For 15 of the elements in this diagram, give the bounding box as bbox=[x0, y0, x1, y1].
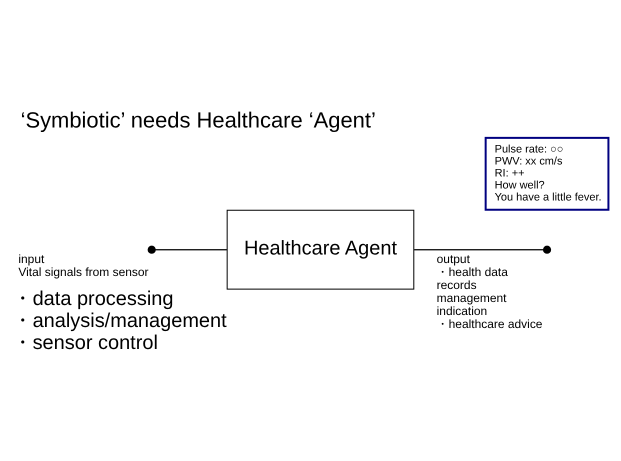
connector bbox=[155, 249, 227, 250]
connector bbox=[414, 249, 544, 250]
node-label: ・health data records management indication bbox=[436, 264, 508, 318]
diagram-title: ‘Symbiotic’ needs Healthcare ‘Agent’ bbox=[20, 108, 376, 133]
node-box: Healthcare Agent bbox=[226, 210, 414, 290]
node-circle bbox=[148, 246, 156, 254]
node-label: output bbox=[436, 252, 470, 266]
node-label: ・analysis/management bbox=[12, 310, 227, 332]
node-label: input bbox=[18, 252, 44, 266]
node-box: Pulse rate: ○○ PWV: xx cm/s RI: ++ How well? You have a little fever. bbox=[484, 136, 610, 211]
node-circle bbox=[542, 246, 552, 254]
node-label: ・healthcare advice bbox=[436, 316, 542, 331]
node-label: Vital signals from sensor bbox=[18, 264, 149, 279]
node-label: ・sensor control bbox=[12, 332, 158, 354]
node-label: ・data processing bbox=[12, 288, 174, 310]
